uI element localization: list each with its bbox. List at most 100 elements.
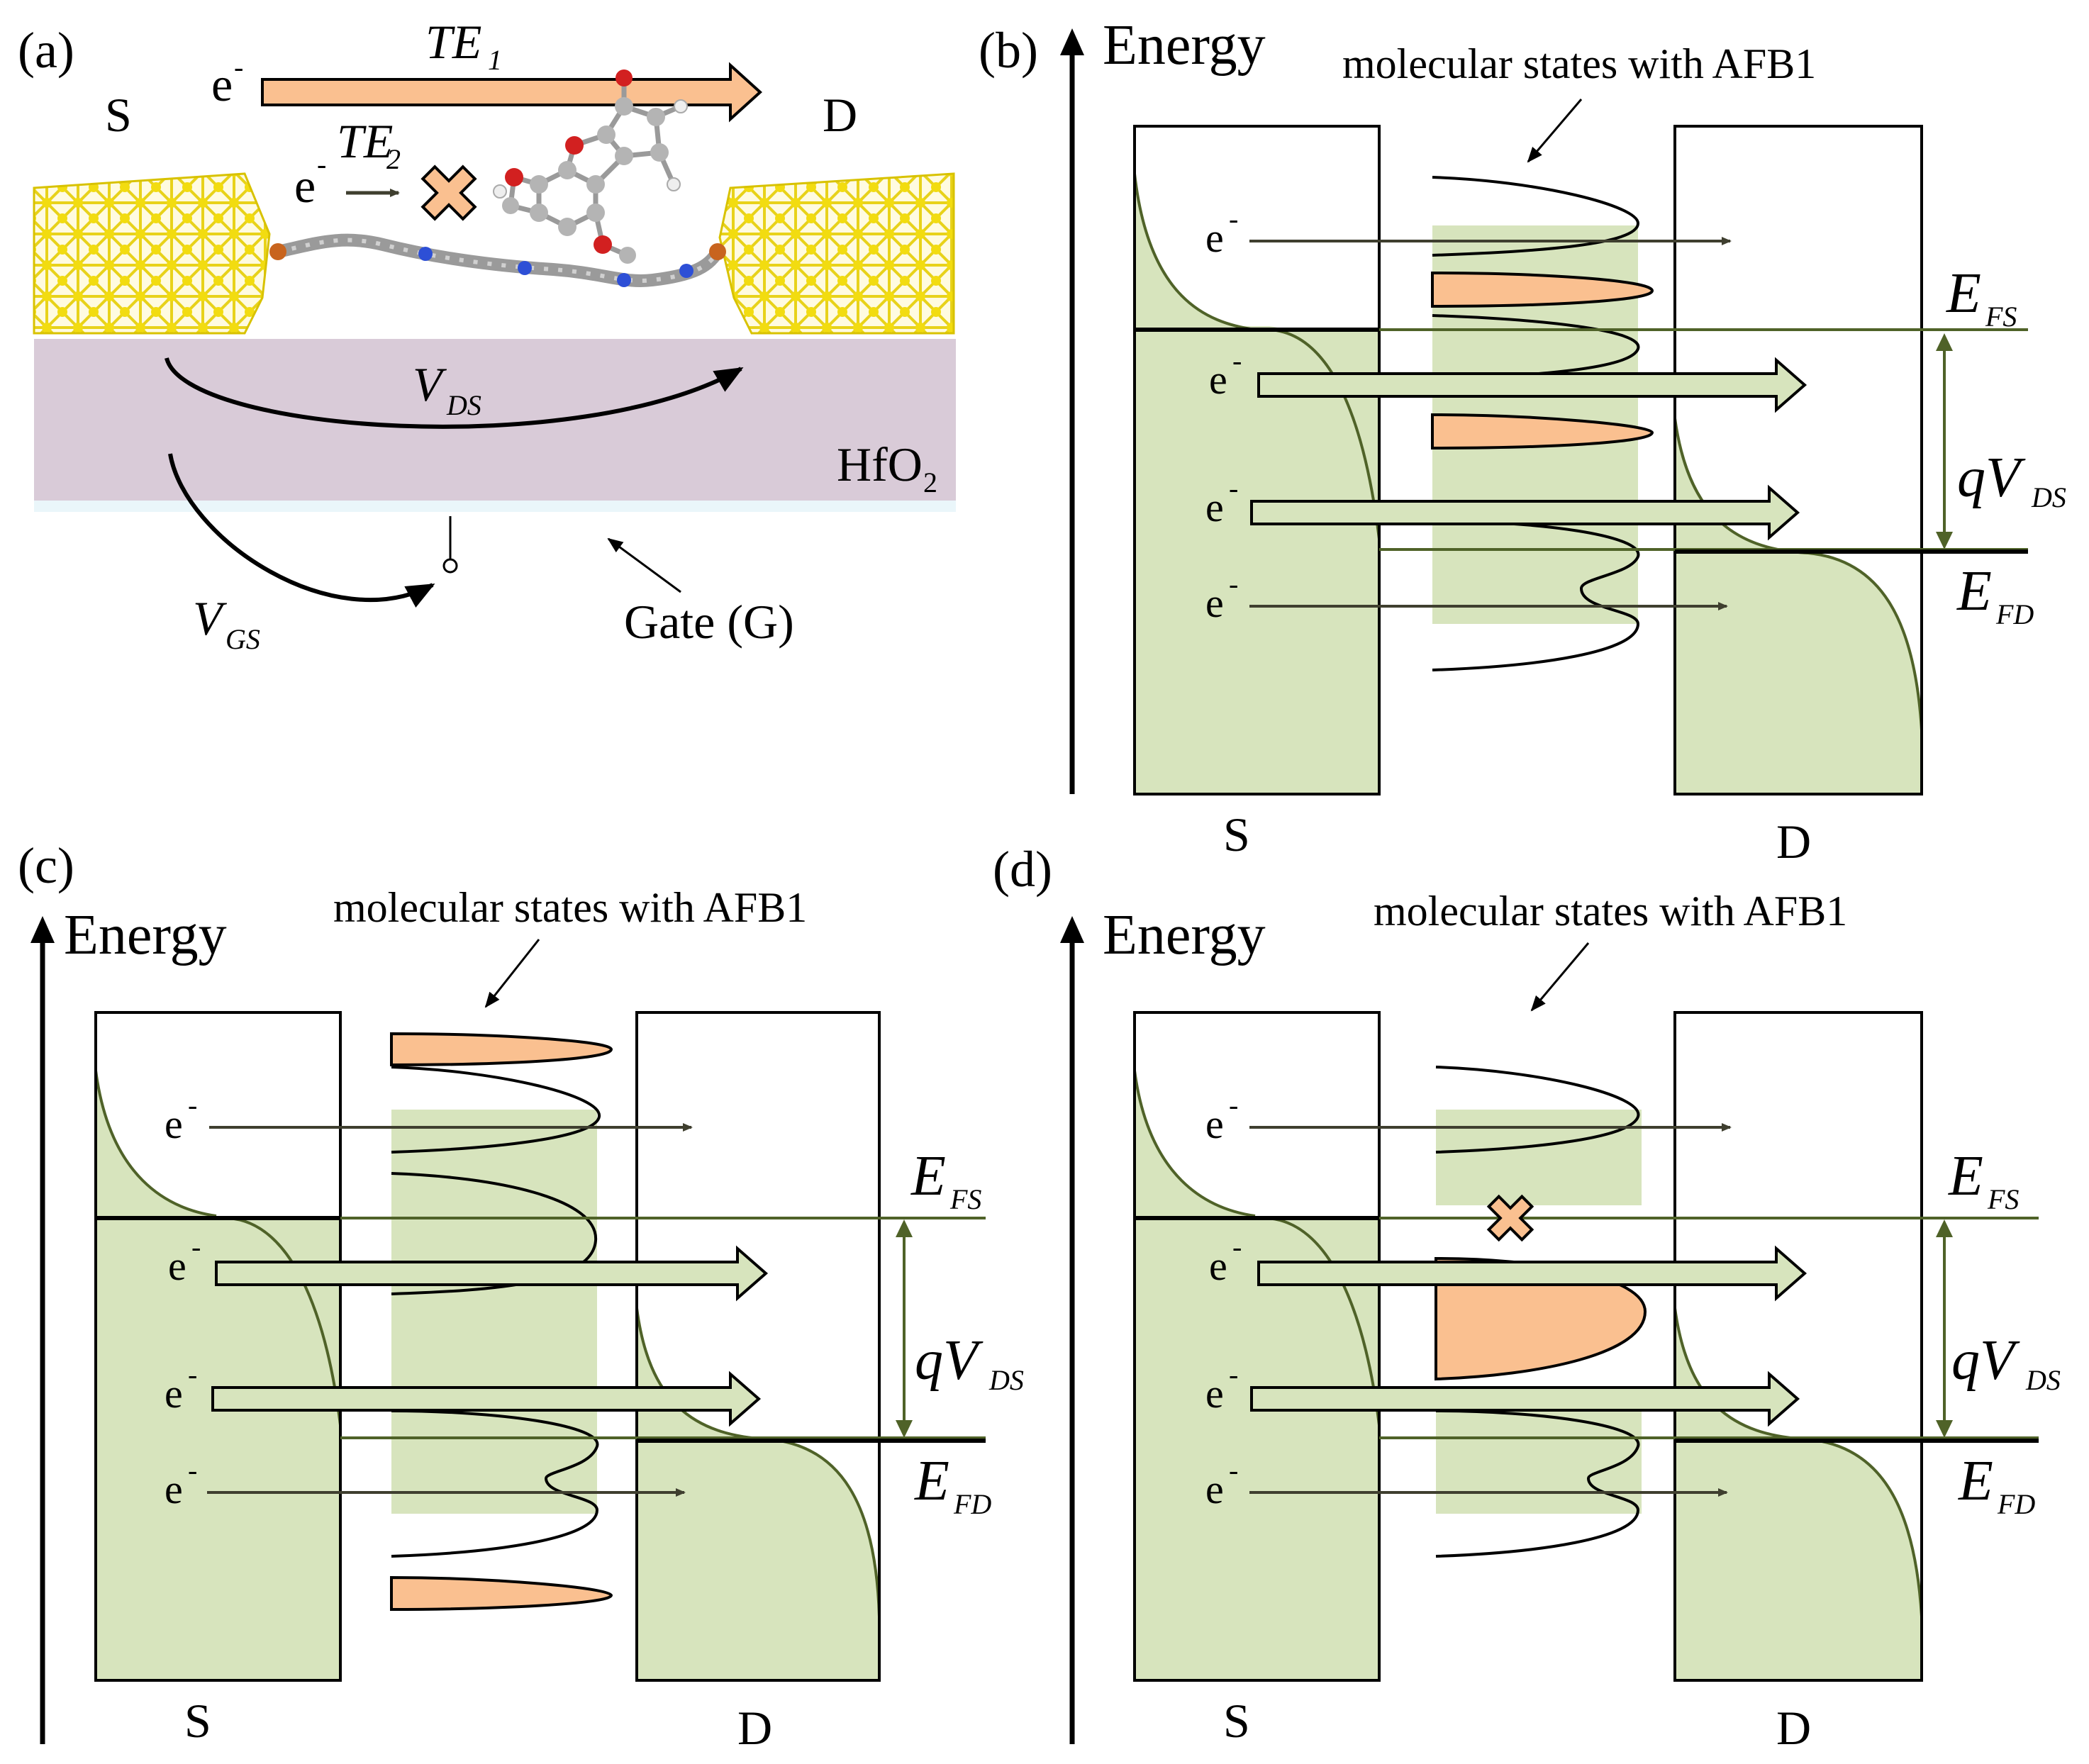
molecular-wire-h: [277, 238, 720, 283]
molecular-label-b: molecular states with AFB1: [1342, 40, 1816, 87]
source-label-d: S: [1223, 1694, 1250, 1748]
electron-c4: e: [165, 1466, 183, 1512]
source-box-b: [1133, 125, 1381, 796]
drain-electrode: [718, 172, 955, 335]
electron-te1-sup: -: [234, 51, 243, 83]
energy-axis-head-b: [1060, 28, 1084, 55]
vgs-sub: GS: [225, 623, 260, 655]
energy-axis-head-c: [30, 916, 55, 943]
electron-b2: e: [1209, 357, 1227, 403]
efd-label-c: E: [914, 1450, 949, 1512]
panel-a-tag: (a): [18, 22, 74, 79]
energy-label-b: Energy: [1103, 14, 1266, 77]
qvds-tail-d: [1936, 1420, 1953, 1438]
electron-c2: e: [168, 1243, 186, 1289]
thick-arrow-b2: [1257, 357, 1807, 413]
vgs-label: V: [193, 591, 228, 645]
electron-c1-sup: -: [188, 1089, 197, 1121]
blocked-cross-icon: [420, 164, 477, 221]
efd-sub-d: FD: [1997, 1488, 2035, 1520]
drain-fill-c: [637, 1308, 879, 1680]
energy-label-c: Energy: [64, 904, 227, 966]
source-filled-states-b: [1135, 326, 1379, 794]
electron-d1-sup: -: [1229, 1089, 1238, 1121]
te1-arrow: [261, 62, 762, 123]
qvds-sub-b: DS: [2031, 481, 2066, 513]
source-edge-c: [94, 1070, 217, 1217]
molecular-label-d: molecular states with AFB1: [1374, 888, 1847, 934]
source-label-b: S: [1223, 808, 1250, 861]
vds-arrow: [165, 357, 744, 429]
drain-fill-d: [1675, 1308, 1922, 1680]
panel-d: (d) Energy molecular states with AFB1 E …: [993, 841, 2061, 1755]
state-peak-afb1-b: [1431, 413, 1654, 450]
drain-box-d: [1673, 1011, 1923, 1682]
drain-label-a: D: [823, 88, 857, 142]
electron-te1: e: [211, 57, 233, 111]
electron-b1-sup: -: [1229, 203, 1238, 235]
blocked-cross-icon: [1486, 1194, 1534, 1242]
oxide-sub: 2: [923, 467, 937, 498]
qvds-sub-d: DS: [2025, 1364, 2061, 1396]
electron-d2-sup: -: [1232, 1231, 1242, 1263]
efs-label-c: E: [910, 1145, 946, 1207]
panel-b-tag: (b): [979, 22, 1038, 79]
source-box-d: [1133, 1011, 1381, 1682]
qvds-head-c: [896, 1219, 913, 1237]
electron-b3: e: [1205, 484, 1224, 530]
source-electrode: [33, 172, 271, 335]
afb1-atoms: [493, 69, 688, 264]
anchor-atom-right: [709, 243, 726, 260]
source-fill-d: [1135, 1071, 1379, 1680]
state-peak-afb1-b: [1431, 271, 1654, 308]
qvds-label-d: qV: [1951, 1329, 2020, 1392]
hfo2-edge: [34, 501, 956, 512]
state-peak-d: [1435, 1066, 1640, 1154]
molecular-pointer-d: [1530, 942, 1590, 1012]
anchor-atom-left: [269, 243, 286, 260]
source-fill-c: [96, 1071, 340, 1680]
electron-c2-sup: -: [191, 1231, 201, 1263]
drain-box-b: [1673, 125, 1923, 796]
qvds-label-c: qV: [915, 1329, 984, 1392]
thick-arrow-c2: [215, 1245, 769, 1302]
efs-label-d: E: [1948, 1145, 1983, 1207]
electron-c3-sup: -: [188, 1358, 197, 1390]
gate-label: Gate (G): [624, 595, 794, 649]
qvds-head-b: [1936, 333, 1953, 351]
efs-sub-c: FS: [949, 1183, 981, 1215]
te1-label: TE: [425, 15, 481, 69]
electron-c4-sup: -: [188, 1454, 197, 1486]
electron-c3: e: [165, 1371, 183, 1417]
electron-b2-sup: -: [1232, 345, 1242, 376]
energy-axis-head-d: [1060, 916, 1084, 943]
efd-label-d: E: [1958, 1450, 1993, 1512]
efs-sub-d: FS: [1987, 1183, 2019, 1215]
electron-d3: e: [1205, 1371, 1224, 1417]
drain-label-b: D: [1776, 815, 1811, 869]
source-box-c: [94, 1011, 342, 1682]
energy-label-d: Energy: [1103, 904, 1266, 966]
electron-d4: e: [1205, 1466, 1224, 1512]
drain-label-c: D: [737, 1701, 772, 1755]
source-edge-d: [1133, 1070, 1256, 1217]
efs-sub-b: FS: [1985, 301, 2017, 333]
state-peak-d: [1435, 1409, 1640, 1558]
electron-te2: e: [294, 159, 316, 213]
drain-fill-b: [1675, 418, 1922, 794]
state-peak-b: [1432, 520, 1640, 671]
panel-b: (b) Energy molecular states with AFB1 E: [979, 14, 2066, 869]
thick-arrow-d3: [1250, 1371, 1800, 1427]
te2-label: TE: [337, 114, 393, 168]
te2-sub: 2: [386, 143, 401, 175]
state-peak-afb1-c: [390, 1575, 613, 1612]
qvds-sub-c: DS: [988, 1364, 1024, 1396]
vds-label: V: [413, 357, 447, 411]
electron-d2: e: [1209, 1243, 1227, 1289]
electron-b4-sup: -: [1229, 568, 1238, 600]
efd-sub-b: FD: [1995, 598, 2034, 630]
electron-d1: e: [1205, 1101, 1224, 1147]
electron-d4-sup: -: [1229, 1454, 1238, 1486]
molecular-wire: [272, 233, 724, 287]
qvds-head-d: [1936, 1219, 1953, 1237]
